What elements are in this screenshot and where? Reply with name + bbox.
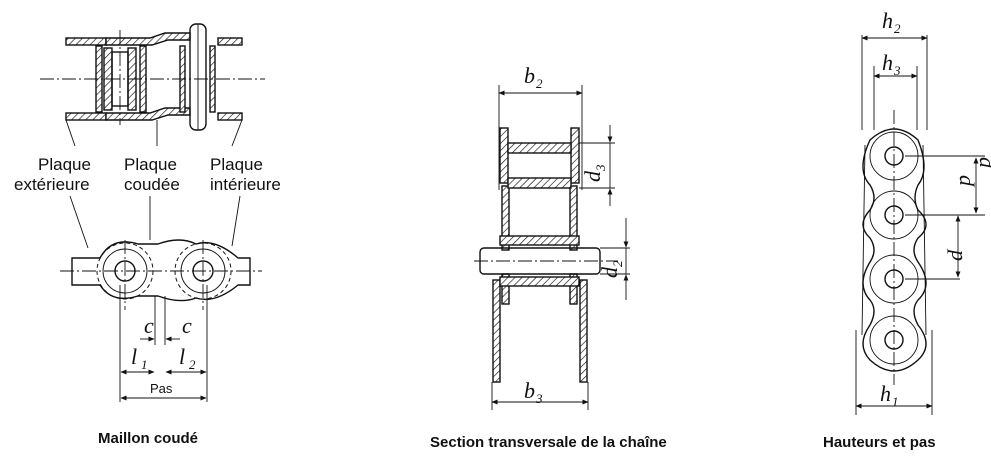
chain-side-view — [855, 35, 985, 415]
dim-p-lower: p — [947, 248, 972, 261]
dim-h2-sub: 2 — [894, 21, 901, 36]
dim-d2: d — [597, 266, 622, 278]
caption-bent-link: Maillon coudé — [98, 430, 198, 447]
dim-h1: h — [880, 381, 891, 406]
dim-d2-sub: 2 — [610, 260, 625, 267]
dim-pitch: Pas — [150, 381, 173, 396]
dim-b2-sub: 2 — [536, 76, 543, 91]
inner-plate-label-2: intérieure — [210, 175, 281, 194]
dim-l2: l — [179, 344, 185, 369]
dim-l1: l — [131, 344, 137, 369]
bent-link-section-view — [40, 23, 265, 147]
caption-heights-pitch: Hauteurs et pas — [823, 434, 936, 451]
chain-cross-section — [474, 85, 630, 410]
dim-b3: b — [524, 378, 535, 403]
dim-d3: d — [580, 170, 605, 182]
dim-h3-sub: 3 — [893, 63, 901, 78]
dim-b2: b — [524, 63, 535, 88]
caption-cross-section: Section transversale de la chaîne — [430, 434, 667, 451]
bent-link-side-view — [60, 195, 262, 402]
dim-h3: h — [882, 50, 893, 75]
dim-p-upper-2: p — [970, 157, 991, 170]
dim-b3-sub: 3 — [535, 391, 543, 406]
bent-plate-label-2: coudée — [124, 175, 180, 194]
outer-plate-label-1: Plaque — [38, 155, 91, 174]
outer-plate-label-2: extérieure — [14, 175, 90, 194]
inner-plate-label-1: Plaque — [210, 155, 263, 174]
dim-l2-sub: 2 — [189, 357, 196, 372]
dim-c-left: c — [144, 313, 154, 338]
dim-p-upper: p — [950, 175, 975, 188]
bent-plate-label-1: Plaque — [124, 155, 177, 174]
dim-h1-sub: 1 — [892, 394, 899, 409]
dim-d3-sub: 3 — [593, 164, 608, 172]
dim-l1-sub: 1 — [141, 357, 148, 372]
dim-c-right: c — [182, 313, 192, 338]
dim-h2: h — [882, 8, 893, 33]
